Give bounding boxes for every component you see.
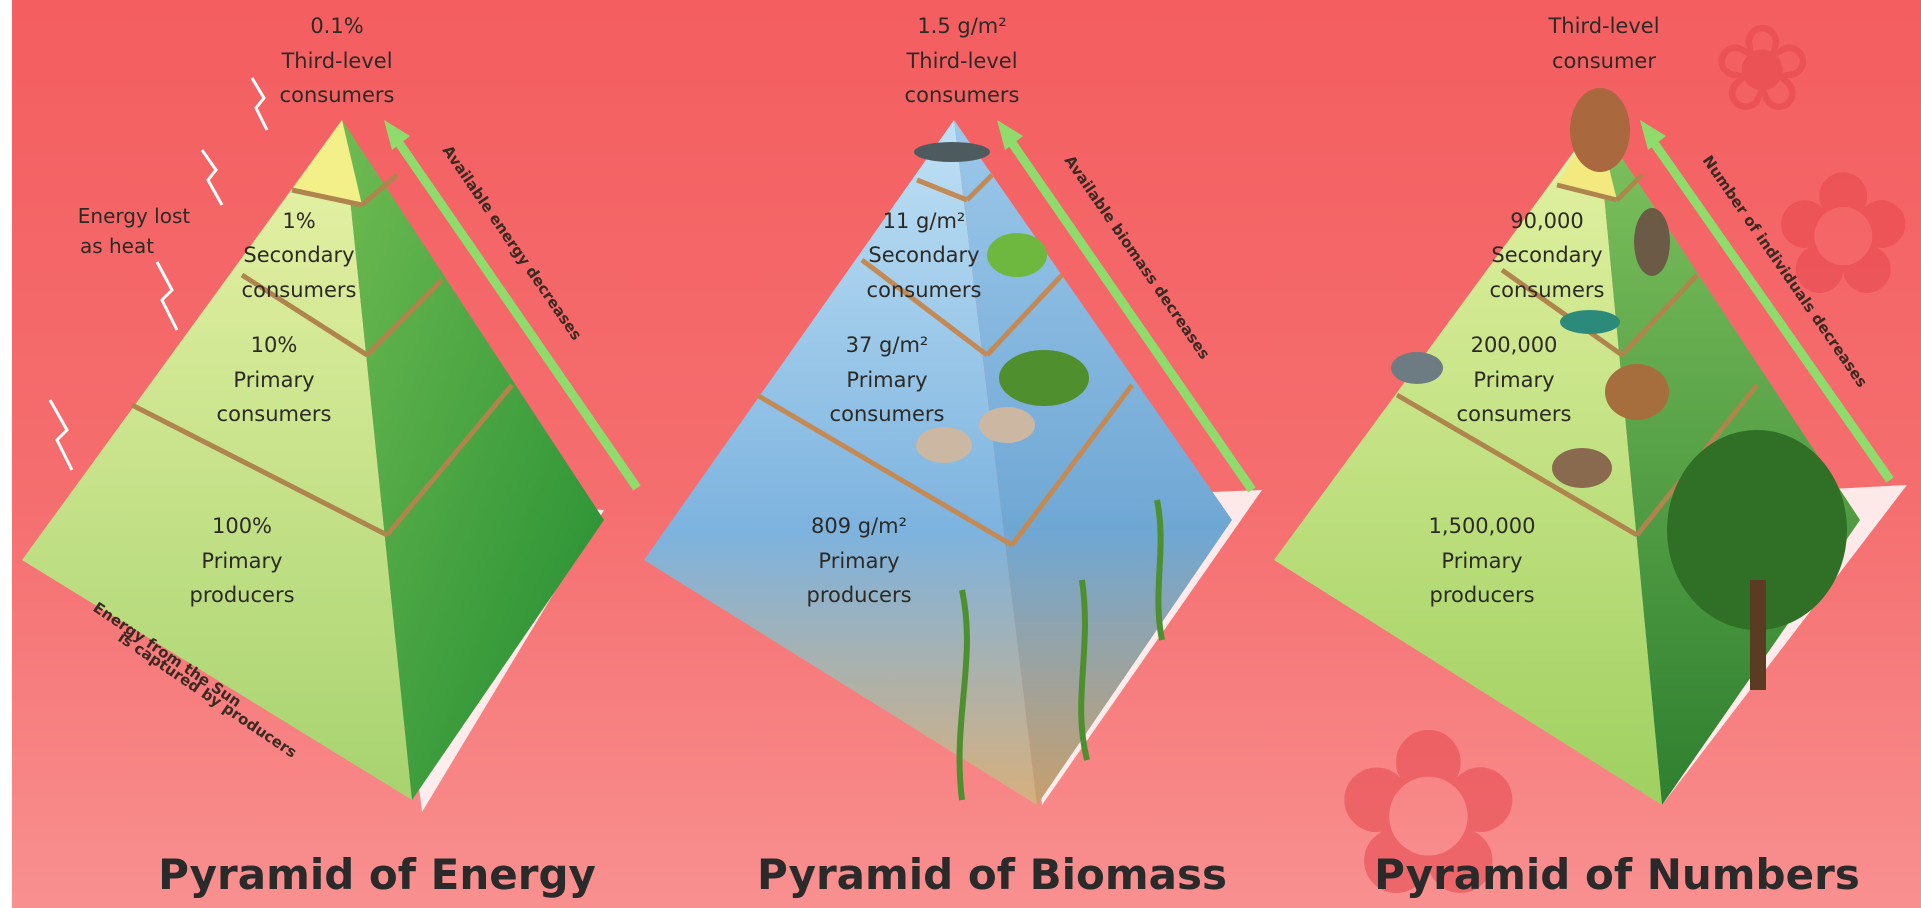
numbers-apex-label-1: Third-level <box>1547 14 1659 38</box>
biomass-apex-value: 1.5 g/m² <box>917 14 1006 38</box>
numbers-title: Pyramid of Numbers <box>1337 850 1897 900</box>
heat-arrow <box>252 78 267 130</box>
energy-lvl2-label-1: Primary <box>233 368 314 392</box>
numbers-lvl2-label-2: consumers <box>1457 402 1572 426</box>
heat-arrow <box>50 400 72 470</box>
biomass-lvl3-label-1: Secondary <box>868 243 979 267</box>
biomass-lvl3-label-2: consumers <box>867 278 982 302</box>
biomass-title: Pyramid of Biomass <box>712 850 1272 900</box>
sunfish-icon <box>987 233 1047 277</box>
numbers-lvl1-value: 1,500,000 <box>1429 514 1536 538</box>
fox-icon <box>1570 88 1630 172</box>
mouse-icon <box>1391 352 1443 384</box>
numbers-pyramid: Number of individuals decreases Third-le… <box>1274 14 1907 805</box>
numbers-lvl2-label-1: Primary <box>1473 368 1554 392</box>
seaweed-icon <box>1157 500 1162 640</box>
energy-lvl3-label-2: consumers <box>242 278 357 302</box>
biomass-apex-label-1: Third-level <box>905 49 1017 73</box>
biomass-pyramid: Available biomass decreases 1.5 g/m² Thi… <box>644 14 1262 805</box>
energy-lvl3-value: 1% <box>282 209 315 233</box>
biomass-lvl1-label-1: Primary <box>818 549 899 573</box>
biomass-lvl1-label-2: producers <box>806 583 911 607</box>
numbers-lvl1-label-2: producers <box>1429 583 1534 607</box>
energy-apex-value: 0.1% <box>310 14 363 38</box>
heat-arrow <box>202 150 222 205</box>
numbers-lvl3-value: 90,000 <box>1510 209 1583 233</box>
energy-apex-label-1: Third-level <box>280 49 392 73</box>
turtle-icon <box>999 350 1089 406</box>
biomass-lvl1-value: 809 g/m² <box>811 514 907 538</box>
diagram-canvas: ✿ ✿ ❀ <box>12 0 1921 908</box>
pyramids-svg: Available energy decreases Energy from t… <box>12 0 1921 908</box>
numbers-lvl1-label-1: Primary <box>1441 549 1522 573</box>
energy-lost-label-2: as heat <box>80 234 154 258</box>
snake-icon <box>1560 310 1620 334</box>
energy-title: Pyramid of Energy <box>97 850 657 900</box>
energy-lvl1-label-1: Primary <box>201 549 282 573</box>
tree-trunk <box>1750 580 1766 690</box>
energy-lvl2-value: 10% <box>251 333 298 357</box>
heat-arrow <box>157 262 177 330</box>
energy-lvl3-label-1: Secondary <box>243 243 354 267</box>
biomass-apex-label-2: consumers <box>905 83 1020 107</box>
numbers-lvl3-label-1: Secondary <box>1491 243 1602 267</box>
snail-icon <box>979 407 1035 443</box>
numbers-lvl2-value: 200,000 <box>1471 333 1558 357</box>
energy-lost-label-1: Energy lost <box>78 204 191 228</box>
biomass-lvl3-value: 11 g/m² <box>883 209 966 233</box>
snail-icon <box>916 427 972 463</box>
biomass-lvl2-label-1: Primary <box>846 368 927 392</box>
energy-lvl1-label-2: producers <box>189 583 294 607</box>
biomass-lvl2-label-2: consumers <box>830 402 945 426</box>
rodent-icon <box>1552 448 1612 488</box>
fish-icon <box>914 142 990 162</box>
energy-lvl1-value: 100% <box>212 514 272 538</box>
biomass-lvl2-value: 37 g/m² <box>846 333 929 357</box>
energy-apex-label-2: consumers <box>280 83 395 107</box>
energy-pyramid: Available energy decreases Energy from t… <box>22 14 637 812</box>
numbers-apex-label-2: consumer <box>1552 49 1656 73</box>
energy-lvl2-label-2: consumers <box>217 402 332 426</box>
chipmunk-icon <box>1605 364 1669 420</box>
numbers-lvl3-label-2: consumers <box>1490 278 1605 302</box>
hawk-icon <box>1634 208 1670 276</box>
